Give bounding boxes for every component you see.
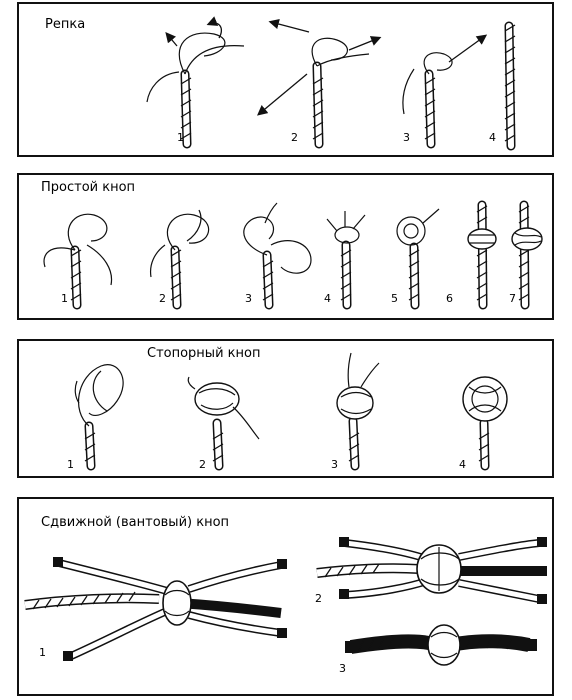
figure-number: 2 bbox=[315, 592, 322, 605]
panel-title: Сдвижной (вантовый) кноп bbox=[41, 515, 230, 530]
figure-number: 1 bbox=[61, 292, 68, 305]
figure-number: 4 bbox=[459, 458, 466, 471]
prostoy-knop-figure-2 bbox=[149, 209, 210, 310]
figure-number: 3 bbox=[331, 458, 338, 471]
prostoy-knop-figure-1 bbox=[43, 213, 113, 310]
figure-number: 3 bbox=[339, 662, 346, 675]
panel-title: Репка bbox=[45, 17, 86, 32]
figure-number: 2 bbox=[199, 458, 206, 471]
figure-number: 6 bbox=[446, 292, 453, 305]
prostoy-knop-figure-7 bbox=[511, 200, 543, 310]
figure-number: 1 bbox=[67, 458, 74, 471]
panel-repka: Репка bbox=[17, 2, 554, 157]
figure-number: 1 bbox=[39, 646, 46, 659]
panel-title: Простой кноп bbox=[41, 180, 136, 195]
figure-number: 4 bbox=[489, 131, 496, 144]
sdvizhnoy-knop-figure-2 bbox=[316, 537, 547, 604]
stopornyy-knop-figure-1 bbox=[74, 364, 124, 471]
prostoy-knop-figure-3 bbox=[243, 202, 312, 310]
sdvizhnoy-knop-figure-1 bbox=[24, 557, 287, 661]
repka-illustrations bbox=[146, 16, 516, 151]
repka-figure-4 bbox=[504, 21, 516, 151]
sdvizhnoy-knop-illustrations bbox=[24, 537, 547, 666]
figure-number: 7 bbox=[509, 292, 516, 305]
figure-number: 3 bbox=[245, 292, 252, 305]
sdvizhnoy-knop-figure-3 bbox=[345, 624, 537, 666]
panel-title: Стопорный кноп bbox=[147, 346, 261, 361]
repka-figure-2 bbox=[257, 18, 382, 149]
figure-number: 2 bbox=[159, 292, 166, 305]
figure-number: 4 bbox=[324, 292, 331, 305]
prostoy-knop-figure-6 bbox=[467, 200, 497, 310]
stopornyy-knop-figure-2 bbox=[187, 376, 260, 471]
prostoy-knop-illustrations bbox=[43, 200, 543, 310]
figure-number: 2 bbox=[291, 131, 298, 144]
prostoy-knop-figure-5 bbox=[396, 208, 440, 310]
repka-figure-1 bbox=[146, 16, 245, 149]
prostoy-knop-figure-4 bbox=[326, 211, 366, 310]
figure-number: 5 bbox=[391, 292, 398, 305]
panel-stopornyy-knop: Стопорный кноп bbox=[17, 339, 554, 478]
stopornyy-knop-figure-3 bbox=[336, 352, 380, 471]
stopornyy-knop-figure-4 bbox=[462, 376, 508, 471]
panel-prostoy-knop: Простой кноп bbox=[17, 173, 554, 320]
figure-number: 3 bbox=[403, 131, 410, 144]
stopornyy-knop-illustrations bbox=[74, 352, 508, 471]
repka-figure-3 bbox=[402, 34, 488, 149]
figure-number: 1 bbox=[177, 131, 184, 144]
panel-sdvizhnoy-knop: Сдвижной (вантовый) кноп bbox=[17, 497, 554, 696]
